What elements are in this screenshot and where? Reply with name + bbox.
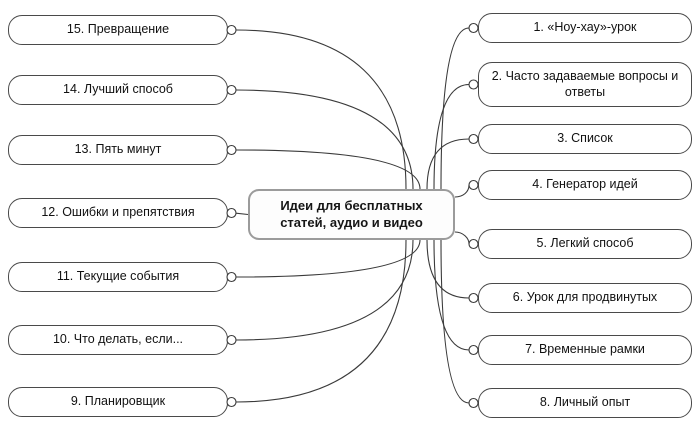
- topic-label: 8. Личный опыт: [539, 395, 631, 410]
- connector-curve: [433, 239, 470, 351]
- topic-box-9: 9. Планировщик: [8, 387, 228, 417]
- connector-dot: [226, 84, 237, 96]
- topic-label: 7. Временные рамки: [525, 342, 645, 357]
- topic-label: 1. «Ноу-хау»-урок: [533, 20, 637, 35]
- connector-curve: [426, 138, 470, 190]
- connector-curve: [235, 239, 407, 403]
- connector-curve: [440, 27, 470, 190]
- connector-dot: [226, 144, 237, 156]
- connector-dot: [226, 334, 237, 346]
- connector-dot: [468, 397, 479, 409]
- connector-curve: [426, 239, 470, 299]
- connector-dot: [468, 292, 479, 304]
- topic-box-2: 2. Часто задаваемые вопросы и ответы: [478, 62, 692, 107]
- topic-label: 10. Что делать, если...: [52, 332, 184, 347]
- topic-box-13: 13. Пять минут: [8, 135, 228, 165]
- connector-dot: [226, 207, 237, 219]
- topic-box-15: 15. Превращение: [8, 15, 228, 45]
- topic-box-4: 4. Генератор идей: [478, 170, 692, 200]
- connector-curve: [235, 29, 407, 190]
- topic-box-10: 10. Что делать, если...: [8, 325, 228, 355]
- connector-curve: [235, 89, 414, 190]
- topic-box-14: 14. Лучший способ: [8, 75, 228, 105]
- connector-curve: [433, 83, 470, 190]
- topic-label: 12. Ошибки и препятствия: [41, 205, 195, 220]
- connector-curve: [454, 231, 470, 245]
- connector-dot: [468, 344, 479, 356]
- connector-dot: [468, 179, 479, 191]
- connector-curve: [440, 239, 470, 404]
- topic-box-8: 8. Личный опыт: [478, 388, 692, 418]
- topic-label: 11. Текущие события: [56, 269, 180, 284]
- connector-dot: [226, 24, 237, 36]
- connector-dot: [468, 238, 479, 250]
- topic-box-5: 5. Легкий способ: [478, 229, 692, 259]
- topic-box-7: 7. Временные рамки: [478, 335, 692, 365]
- connector-dot: [468, 79, 479, 90]
- connector-curve: [235, 239, 414, 341]
- topic-box-1: 1. «Ноу-хау»-урок: [478, 13, 692, 43]
- connector-curve: [235, 149, 421, 190]
- connector-dot: [468, 133, 479, 145]
- connector-curve: [454, 184, 470, 198]
- central-topic: Идеи для бесплатных статей, аудио и виде…: [248, 189, 455, 240]
- connector-curve: [235, 212, 249, 216]
- topic-label: 4. Генератор идей: [532, 177, 638, 192]
- topic-box-12: 12. Ошибки и препятствия: [8, 198, 228, 228]
- connector-dot: [226, 271, 237, 283]
- topic-label: 3. Список: [557, 131, 613, 146]
- topic-box-3: 3. Список: [478, 124, 692, 154]
- topic-label: 14. Лучший способ: [63, 82, 173, 97]
- topic-box-6: 6. Урок для продвинутых: [478, 283, 692, 313]
- connector-curve: [235, 239, 421, 278]
- central-topic-label: Идеи для бесплатных статей, аудио и виде…: [280, 197, 423, 230]
- topic-label: 13. Пять минут: [74, 142, 162, 157]
- topic-label: 5. Легкий способ: [536, 236, 634, 251]
- topic-box-11: 11. Текущие события: [8, 262, 228, 292]
- connector-dot: [468, 22, 479, 34]
- topic-label: 15. Превращение: [66, 22, 170, 37]
- topic-label: 6. Урок для продвинутых: [512, 290, 658, 305]
- connector-dot: [226, 396, 237, 408]
- topic-label: 2. Часто задаваемые вопросы и ответы: [491, 68, 679, 99]
- topic-label: 9. Планировщик: [70, 394, 166, 409]
